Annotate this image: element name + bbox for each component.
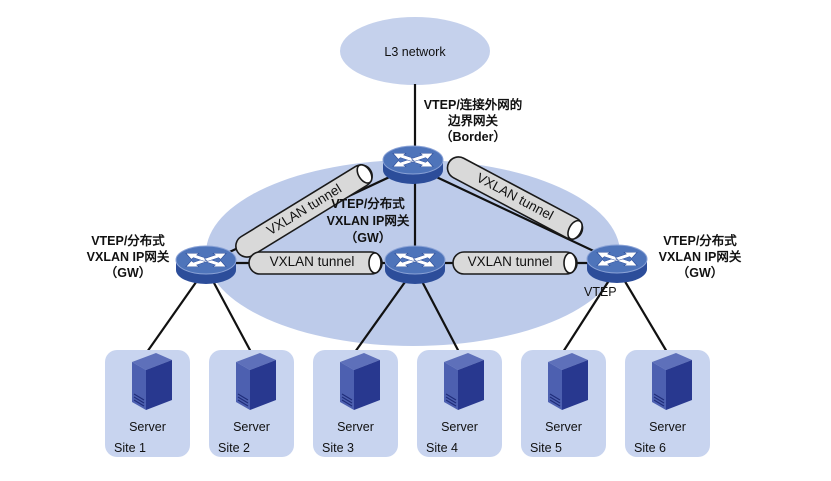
left-gw-label-line2: VXLAN IP网关 bbox=[86, 250, 170, 264]
middle-gateway-label: VTEP/分布式 VXLAN IP网关 （GW） bbox=[303, 196, 433, 247]
right-gw-label-line1: VTEP/分布式 bbox=[663, 234, 737, 248]
l3-network-label: L3 network bbox=[384, 45, 446, 59]
site-label-3: Site 3 bbox=[322, 441, 354, 455]
right-gw-label-line3: （GW） bbox=[676, 266, 724, 280]
server-icon-site4 bbox=[443, 352, 485, 411]
server-icon-site3 bbox=[339, 352, 381, 411]
right-gateway-label: VTEP/分布式 VXLAN IP网关 （GW） bbox=[635, 233, 765, 281]
middle-gw-router-icon bbox=[384, 245, 446, 285]
border-gateway-label: VTEP/连接外网的 边界网关 （Border） bbox=[408, 97, 538, 145]
middle-gw-label-line2: VXLAN IP网关 bbox=[326, 214, 410, 228]
vtep-label: VTEP bbox=[584, 285, 617, 299]
tunnel-label-middle-right: VXLAN tunnel bbox=[467, 254, 553, 269]
left-gw-label-line3: （GW） bbox=[104, 266, 152, 280]
server-label-site5: Server bbox=[545, 420, 582, 434]
site-boxes bbox=[105, 350, 710, 457]
border-router-icon bbox=[382, 145, 444, 185]
site-label-4: Site 4 bbox=[426, 441, 458, 455]
tunnel-middle-right bbox=[452, 251, 578, 275]
l3-network-cloud bbox=[340, 17, 490, 85]
tunnel-border-right bbox=[446, 156, 584, 240]
border-label-line3: （Border） bbox=[440, 130, 506, 144]
server-label-site6: Server bbox=[649, 420, 686, 434]
middle-gw-label-line1: VTEP/分布式 bbox=[331, 197, 405, 211]
site-label-2: Site 2 bbox=[218, 441, 250, 455]
border-label-line1: VTEP/连接外网的 bbox=[423, 98, 523, 112]
server-label-site4: Server bbox=[441, 420, 478, 434]
site-label-1: Site 1 bbox=[114, 441, 146, 455]
server-icon-site5 bbox=[547, 352, 589, 411]
server-label-site3: Server bbox=[337, 420, 374, 434]
tunnel-border-left bbox=[235, 164, 373, 258]
right-gw-label-line2: VXLAN IP网关 bbox=[658, 250, 742, 264]
server-label-site2: Server bbox=[233, 420, 270, 434]
server-icon-site6 bbox=[651, 352, 693, 411]
middle-gw-label-line3: （GW） bbox=[344, 231, 392, 245]
site-label-5: Site 5 bbox=[530, 441, 562, 455]
server-icon-site1 bbox=[131, 352, 173, 411]
site-label-6: Site 6 bbox=[634, 441, 666, 455]
server-icon-site2 bbox=[235, 352, 277, 411]
tunnel-left-middle bbox=[248, 251, 383, 275]
border-label-line2: 边界网关 bbox=[447, 114, 498, 128]
left-gateway-label: VTEP/分布式 VXLAN IP网关 （GW） bbox=[63, 233, 193, 281]
tunnel-label-left-middle: VXLAN tunnel bbox=[269, 254, 355, 269]
left-gw-label-line1: VTEP/分布式 bbox=[91, 234, 165, 248]
server-label-site1: Server bbox=[129, 420, 166, 434]
